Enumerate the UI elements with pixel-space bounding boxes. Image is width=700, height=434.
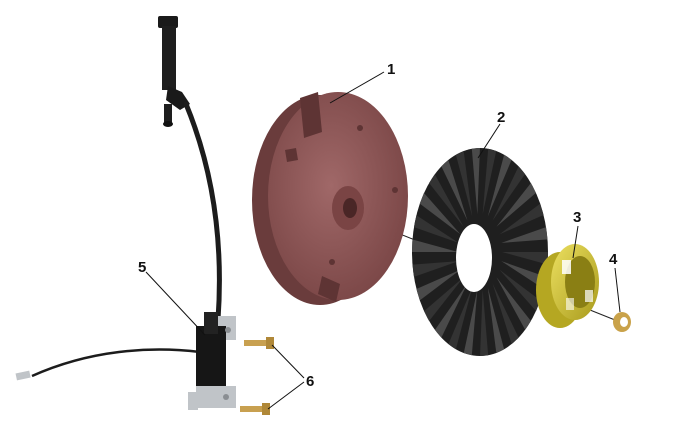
fan-blade [482, 148, 497, 215]
leader-4 [614, 267, 621, 313]
spark-plug-cap [158, 16, 190, 127]
ground-wire [31, 348, 201, 378]
coil-bolt-upper [244, 337, 274, 349]
fan-blade [434, 283, 468, 338]
fan-blade [492, 166, 526, 221]
ignition-coil [188, 312, 236, 410]
wire-terminal [15, 370, 31, 381]
fan-blade [463, 289, 478, 356]
callout-5: 5 [138, 259, 146, 276]
starter-cup [536, 244, 599, 328]
cooling-fan [412, 148, 548, 356]
fan-blade [419, 192, 461, 235]
fan-blade [499, 203, 544, 235]
flywheel-nut [613, 312, 631, 332]
fan-blade [424, 277, 464, 321]
fan-blade [416, 269, 461, 301]
callout-2: 2 [497, 109, 505, 126]
fan-blade [492, 283, 519, 345]
fan-blade [471, 148, 480, 215]
fan-blade [499, 269, 541, 312]
callout-4: 4 [609, 251, 618, 268]
fan-blades [412, 148, 548, 356]
fan-blade [413, 215, 459, 243]
fan-blade [455, 151, 473, 217]
leader-3 [572, 225, 579, 259]
fan-blade [501, 261, 547, 289]
callout-1: 1 [387, 61, 395, 78]
flywheel [252, 92, 408, 305]
leader-6a [271, 344, 305, 379]
fan-blade [502, 252, 548, 265]
leader-5 [145, 271, 206, 336]
fan-blade [480, 289, 489, 356]
leader-6b [267, 381, 305, 410]
fan-blade [429, 174, 464, 227]
fan-blade [441, 159, 468, 221]
fan-blade [412, 261, 459, 277]
fan-blade [487, 287, 505, 353]
fan-blade [496, 183, 536, 227]
coil-bolt-lower [240, 403, 270, 415]
fan-blade [412, 239, 458, 252]
fan-blade [448, 287, 473, 350]
leader-1 [329, 71, 385, 104]
fan-blade [496, 277, 531, 330]
callout-6: 6 [306, 373, 314, 390]
leader-2 [477, 123, 501, 159]
callout-3: 3 [573, 209, 581, 226]
ignition-lead [183, 101, 222, 323]
fan-blade [487, 154, 512, 217]
fan-blade [501, 227, 548, 243]
